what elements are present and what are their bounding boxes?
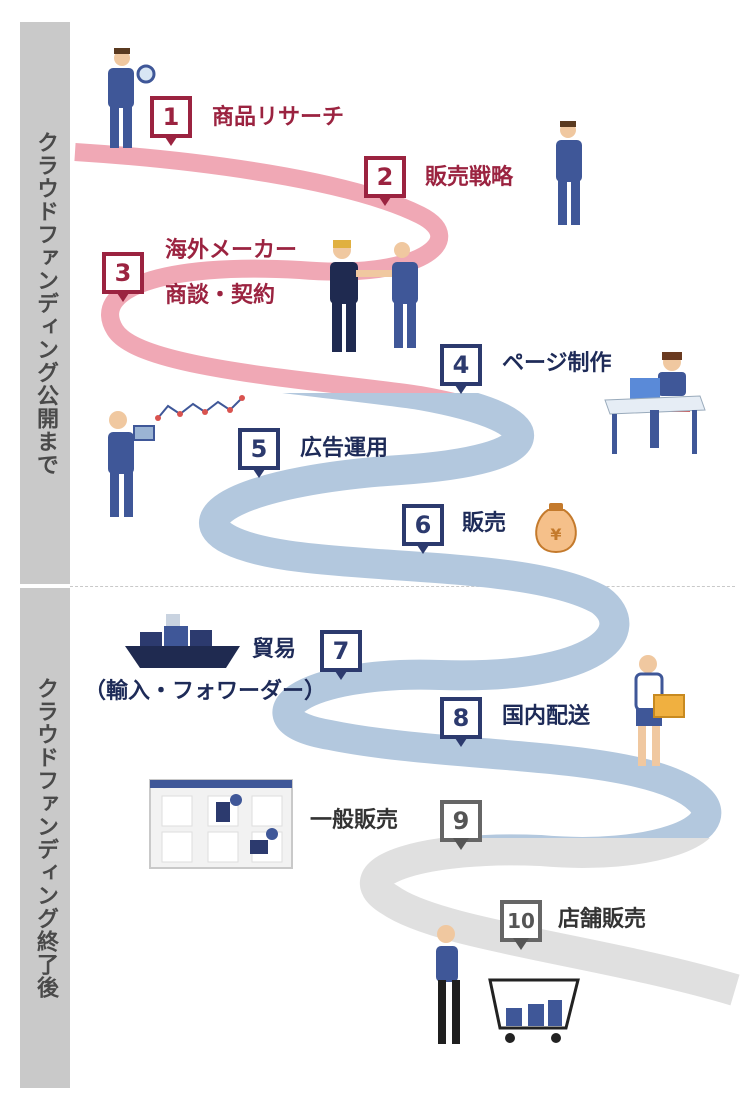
step-4-marker: 4 (440, 344, 482, 386)
step-6-label: 販売 (462, 508, 506, 540)
step-2-number: 2 (377, 163, 394, 191)
online-shop-window-icon (150, 780, 292, 868)
researcher-figure (108, 48, 154, 148)
delivery-person-figure (636, 655, 684, 766)
cargo-ship-icon (125, 614, 240, 668)
desk-worker-figure (605, 352, 705, 454)
step-5-number: 5 (251, 435, 268, 463)
step-1-marker: 1 (150, 96, 192, 138)
step-9-marker: 9 (440, 800, 482, 842)
step-2-marker: 2 (364, 156, 406, 198)
step-8-number: 8 (453, 704, 470, 732)
step-1-number: 1 (163, 103, 180, 131)
step-6-marker: 6 (402, 504, 444, 546)
step-5-label: 広告運用 (300, 433, 388, 465)
step-7-number: 7 (333, 637, 350, 665)
step-4-label: ページ制作 (502, 348, 612, 380)
step-3-number: 3 (115, 259, 132, 287)
step-9-number: 9 (453, 807, 470, 835)
step-7-marker: 7 (320, 630, 362, 672)
step-3-marker: 3 (102, 252, 144, 294)
step-3-label-line1: 海外メーカー (165, 235, 297, 267)
step-10-label: 店舗販売 (558, 904, 646, 936)
money-bag-symbol: ¥ (550, 525, 561, 544)
step-3-label-line2: 商談・契約 (165, 280, 275, 312)
step-10-marker: 10 (500, 900, 542, 942)
step-8-label: 国内配送 (502, 701, 590, 733)
step-8-marker: 8 (440, 697, 482, 739)
step-1-label: 商品リサーチ (212, 102, 344, 134)
step-9-label: 一般販売 (310, 805, 398, 837)
thinking-man-figure (556, 121, 582, 225)
step-5-marker: 5 (238, 428, 280, 470)
step-6-number: 6 (415, 511, 432, 539)
step-7-label-line1: 貿易 (252, 634, 296, 666)
step-7-label-line2: （輸入・フォワーダー） (84, 676, 326, 708)
step-2-label: 販売戦略 (425, 162, 513, 194)
step-10-number: 10 (507, 909, 535, 933)
handshake-figures (330, 240, 418, 352)
step-4-number: 4 (453, 351, 470, 379)
